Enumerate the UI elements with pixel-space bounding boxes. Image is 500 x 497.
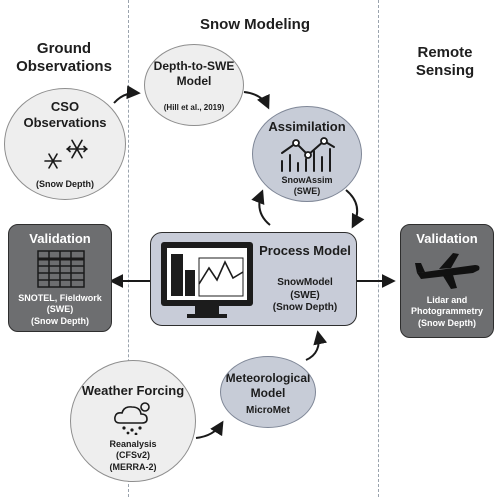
column-divider-right — [378, 0, 379, 497]
arrow-weather-to-meteorological — [195, 420, 224, 439]
cso-observations-subtitle: (Snow Depth) — [36, 179, 94, 189]
cso-observations-node: CSO Observations (Snow Dep — [4, 88, 126, 200]
meteorological-model-node: Meteorological Model MicroMet — [220, 356, 316, 428]
depth-to-swe-node: Depth-to-SWE Model (Hill et al., 2019) — [144, 44, 244, 126]
assimilation-subtitle: SnowAssim (SWE) — [281, 175, 333, 197]
column-divider-left — [128, 0, 129, 497]
weather-forcing-title: Weather Forcing — [81, 383, 185, 398]
snow-cloud-icon — [114, 402, 150, 435]
validation-ground-title: Validation — [29, 231, 91, 246]
monitor-icon — [161, 242, 253, 318]
line-bar-chart-icon — [281, 137, 335, 172]
validation-remote-subtitle: Lidar and Photogrammetry (Snow Depth) — [410, 295, 483, 328]
process-model-node: Process Model SnowModel (SWE) (Snow Dept… — [150, 232, 357, 326]
depth-to-swe-subtitle: (Hill et al., 2019) — [163, 103, 225, 112]
depth-to-swe-title: Depth-to-SWE Model — [153, 59, 235, 88]
table-grid-icon — [37, 250, 85, 288]
meteorological-model-subtitle: MicroMet — [246, 405, 290, 416]
cso-observations-title: CSO Observations — [23, 99, 107, 131]
arrow-depth-to-swe-to-assimilation — [243, 91, 270, 110]
heading-snow-modeling: Snow Modeling — [200, 16, 310, 33]
process-model-title: Process Model — [259, 243, 351, 258]
validation-remote-node: Validation Lidar and Photogrammetry (Sno… — [400, 224, 494, 338]
snowflake-icon — [44, 139, 88, 169]
weather-forcing-subtitle: Reanalysis (CFSv2) (MERRA-2) — [109, 439, 157, 472]
weather-forcing-node: Weather Forcing Reanalysis (CFSv2) (MERR… — [70, 360, 196, 482]
arrow-meteorological-to-process — [305, 330, 328, 361]
assimilation-title: Assimilation — [268, 119, 346, 134]
validation-ground-subtitle: SNOTEL, Fieldwork (SWE) (Snow Depth) — [18, 293, 102, 326]
heading-ground-observations: Ground Observations — [16, 40, 112, 75]
meteorological-model-title: Meteorological Model — [225, 371, 311, 400]
validation-ground-node: Validation SNOTEL, Fieldwork (SWE) (Snow… — [8, 224, 112, 332]
heading-remote-sensing: Remote Sensing — [415, 44, 475, 79]
airplane-icon — [415, 253, 480, 289]
validation-remote-title: Validation — [416, 231, 478, 246]
assimilation-node: Assimilation SnowAssim (SWE) — [252, 106, 362, 202]
process-model-subtitle: SnowModel (SWE) (Snow Depth) — [272, 277, 338, 313]
